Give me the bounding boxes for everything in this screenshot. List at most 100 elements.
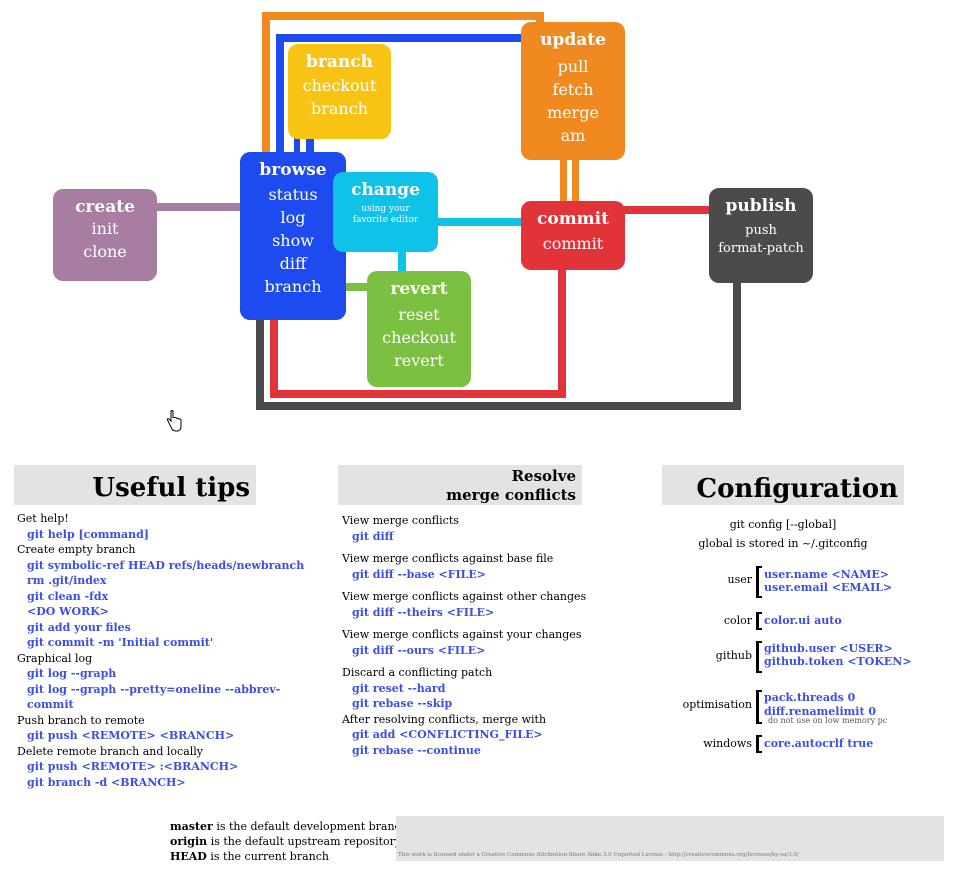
browse-item: show	[272, 231, 314, 250]
config-brace	[756, 641, 762, 673]
update-item: am	[560, 126, 586, 145]
footer-desc: is the default upstream repository	[210, 835, 402, 848]
merge-label: View merge conflicts against other chang…	[342, 590, 587, 603]
tip-command: git help [command]	[27, 527, 150, 541]
config-value: user.email <EMAIL>	[764, 581, 893, 594]
tips-heading: Useful tips	[14, 465, 256, 505]
commit-box: commit commit	[521, 201, 625, 270]
merge-command: git diff --ours <FILE>	[352, 643, 486, 657]
merge-label: View merge conflicts against your change…	[342, 628, 582, 641]
config-heading: Configuration	[662, 465, 904, 505]
revert-item: revert	[394, 351, 444, 370]
branch-item: checkout	[302, 76, 377, 95]
config-line1: git config [--global]	[729, 518, 837, 531]
config-brace	[756, 612, 762, 630]
commit-item: commit	[542, 234, 604, 253]
tip-command: git push <REMOTE> <BRANCH>	[27, 729, 235, 742]
merge-command: git add <CONFLICTING_FILE>	[352, 728, 543, 741]
tip-command: git branch -d <BRANCH>	[27, 775, 186, 789]
commit-title: commit	[537, 209, 609, 229]
browse-item: log	[280, 208, 306, 227]
browse-title: browse	[259, 160, 327, 180]
tip-label: Delete remote branch and locally	[17, 744, 204, 758]
merge-heading-line1: Resolve	[511, 467, 576, 485]
tip-command: git symbolic-ref HEAD refs/heads/newbran…	[27, 558, 305, 572]
change-note: using your	[361, 204, 410, 214]
tip-command: git add your files	[27, 620, 131, 634]
merge-command: git diff --base <FILE>	[352, 567, 486, 581]
tip-command: <DO WORK>	[27, 605, 110, 618]
change-note: favorite editor	[352, 215, 419, 225]
footer-term: origin	[170, 835, 208, 848]
browse-item: status	[268, 185, 318, 204]
merge-label: After resolving conflicts, merge with	[342, 712, 547, 726]
config-label-windows: windows	[703, 737, 752, 750]
merge-command: git diff --theirs <FILE>	[352, 605, 495, 619]
update-item: fetch	[552, 80, 594, 99]
browse-item: diff	[279, 254, 307, 273]
create-item: clone	[83, 242, 127, 261]
change-title: change	[351, 180, 420, 200]
tip-command: git push <REMOTE> :<BRANCH>	[27, 760, 239, 773]
create-item: init	[91, 219, 119, 238]
merge-list: View merge conflicts git diff View merge…	[342, 513, 602, 758]
tip-command: git log --graph --pretty=oneline --abbre…	[27, 682, 281, 712]
tip-label: Graphical log	[17, 651, 93, 665]
revert-item: checkout	[382, 328, 456, 347]
revert-title: revert	[390, 279, 448, 299]
footer-desc: is the default development branch	[216, 820, 408, 833]
config-brace	[756, 735, 762, 753]
merge-label: Discard a conflicting patch	[342, 666, 493, 679]
publish-item: push	[745, 223, 777, 238]
config-value: color.ui auto	[764, 614, 842, 627]
merge-label: View merge conflicts against base file	[342, 552, 554, 565]
config-label-user: user	[727, 573, 753, 586]
hand-cursor-icon	[166, 410, 182, 432]
config-label-github: github	[715, 649, 752, 662]
config-value: core.autocrlf true	[764, 737, 874, 750]
change-box: change using your favorite editor	[333, 172, 438, 252]
footer-terms: master is the default development branch…	[170, 819, 408, 864]
browse-item: branch	[264, 277, 322, 296]
tip-command: git log --graph	[27, 667, 117, 680]
config-value: github.user <USER>	[764, 642, 893, 655]
config-label-optimisation: optimisation	[682, 698, 752, 711]
revert-item: reset	[398, 305, 440, 324]
footer-term-row: origin is the default upstream repositor…	[170, 834, 408, 849]
footer-term-row: master is the default development branch	[170, 819, 408, 834]
merge-heading: Resolve merge conflicts	[338, 465, 582, 505]
license-box: This work is licensed under a Creative C…	[396, 816, 944, 861]
license-text: This work is licensed under a Creative C…	[398, 852, 799, 858]
footer-term: master	[170, 820, 213, 833]
merge-label: View merge conflicts	[342, 514, 459, 527]
config-label-color: color	[723, 614, 752, 627]
publish-item: format-patch	[718, 241, 804, 256]
tip-command: rm .git/index	[27, 574, 107, 587]
config-value: diff.renamelimit 0	[764, 705, 877, 718]
config-note: do not use on low memory pc	[768, 716, 888, 725]
merge-command: git reset --hard	[352, 681, 446, 695]
create-title: create	[75, 197, 135, 217]
create-box: create init clone	[53, 189, 157, 281]
tip-label: Get help!	[17, 512, 69, 525]
config-value: user.name <NAME>	[764, 568, 889, 581]
branch-item: branch	[311, 99, 368, 118]
publish-title: publish	[725, 196, 797, 216]
config-line2: global is stored in ~/.gitconfig	[698, 537, 868, 550]
update-item: pull	[557, 57, 589, 76]
tip-label: Create empty branch	[17, 543, 136, 556]
merge-command: git diff	[352, 529, 394, 543]
update-box: update pull fetch merge am	[521, 22, 625, 160]
config-value: github.token <TOKEN>	[764, 655, 912, 668]
update-item: merge	[547, 103, 599, 122]
config-brace	[756, 566, 762, 598]
footer-term-row: HEAD is the current branch	[170, 849, 408, 864]
branch-box: branch checkout branch	[288, 44, 391, 139]
tip-command: git commit -m 'Initial commit'	[27, 636, 214, 649]
browse-box: browse status log show diff branch	[240, 152, 346, 320]
footer-desc: is the current branch	[210, 850, 329, 863]
footer-term: HEAD	[170, 850, 207, 863]
merge-command: git rebase --skip	[352, 697, 453, 710]
merge-heading-line2: merge conflicts	[446, 486, 576, 504]
update-title: update	[540, 30, 606, 50]
